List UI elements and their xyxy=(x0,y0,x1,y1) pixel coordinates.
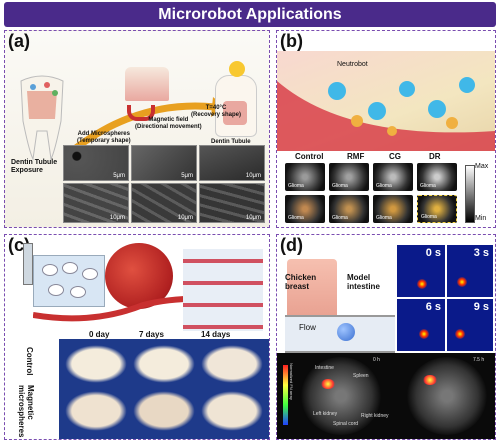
add-microspheres-label: Add Microspheres (Temporary shape) xyxy=(77,131,131,144)
ct-label-spinal-cord: Spinal cord xyxy=(333,421,359,427)
photo-magnetic-7 xyxy=(133,391,195,431)
mri-col-control: Control xyxy=(295,152,324,161)
panel-a: (a) Dentin Tubule Exposure Add Microsphe… xyxy=(4,30,270,228)
heat-3s: 3 s xyxy=(447,245,493,297)
sem-image-2: 5μm xyxy=(131,145,197,181)
ct-label-right-kidney: Right kidney xyxy=(361,413,389,419)
ct-time-left: 0 h xyxy=(373,357,380,363)
tooth-middle-illustration xyxy=(125,67,169,101)
day-14-label: 14 days xyxy=(201,330,231,339)
panel-b-label: (b) xyxy=(280,31,303,51)
temperature-label: T=40°C (Recovery shape) xyxy=(191,105,242,118)
mri-rmf-1: Glioma xyxy=(329,163,369,191)
mri-col-cg: CG xyxy=(389,152,401,161)
syringe-icon xyxy=(23,243,33,285)
sem-image-3: 10μm xyxy=(199,145,265,181)
mri-control-2: Glioma xyxy=(285,195,325,223)
photo-magnetic-0 xyxy=(65,391,127,431)
vessel-shape xyxy=(277,77,495,151)
ct-label-left-kidney: Left kidney xyxy=(313,411,338,417)
ct-colorbar-label: Normalized FN array xyxy=(289,363,294,400)
photo-control-14 xyxy=(201,345,263,383)
mri-rmf-2: Glioma xyxy=(329,195,369,223)
mri-col-rmf: RMF xyxy=(347,152,365,161)
colorbar-min: Min xyxy=(475,215,487,222)
heat-0s: 0 s xyxy=(397,245,445,297)
tooth-exposure-illustration xyxy=(20,75,64,161)
robot-sphere xyxy=(337,323,355,341)
mri-dr-1: Glioma xyxy=(417,163,457,191)
ct-hotspot-left xyxy=(321,379,335,389)
heat-9s: 9 s xyxy=(447,299,493,351)
ct-scan-left xyxy=(301,357,381,435)
tooth-closure-pulp xyxy=(223,101,247,125)
photo-control-7 xyxy=(133,345,195,383)
row-magnetic-label: Magnetic microspheres xyxy=(17,385,35,438)
panel-b: (b) Neutrobot Control RMF CG DR Glioma G… xyxy=(276,30,496,228)
magnetic-field-label: Magnetic field (Directional movement) xyxy=(135,117,202,130)
mri-col-dr: DR xyxy=(429,152,441,161)
ct-label-intestine: Intestine xyxy=(315,365,334,371)
panel-c: (c) 0 day 7 days 14 days Control Magneti… xyxy=(4,234,270,440)
ct-scan-right xyxy=(407,357,487,435)
flow-label: Flow xyxy=(299,323,316,332)
colorbar-max: Max xyxy=(475,163,489,170)
chicken-breast-block xyxy=(287,259,337,319)
figure-title: Microrobot Applications xyxy=(4,2,496,27)
mri-colorbar xyxy=(465,165,475,223)
neutrobot-label: Neutrobot xyxy=(337,61,368,68)
panel-d-label: (d) xyxy=(280,235,303,255)
photo-magnetic-14 xyxy=(201,391,263,431)
ct-time-right: 7.5 h xyxy=(473,357,485,363)
panel-d: (d) Chicken breast Model intestine Flow … xyxy=(276,234,496,440)
exposure-label: Dentin Tubule Exposure xyxy=(11,159,58,174)
tissue-illustration xyxy=(105,243,173,309)
magnet-icon xyxy=(127,105,155,121)
ct-label-spleen: Spleen xyxy=(353,373,369,379)
sem-image-6: 10μm xyxy=(199,183,265,223)
day-7-label: 7 days xyxy=(139,330,164,339)
mri-dr-2: Glioma xyxy=(417,195,457,223)
sun-icon xyxy=(229,61,245,77)
chicken-label: Chicken breast xyxy=(285,273,317,291)
mri-cg-2: Glioma xyxy=(373,195,413,223)
day-0-label: 0 day xyxy=(89,330,110,339)
mri-control-1: Glioma xyxy=(285,163,325,191)
model-label: Model intestine xyxy=(347,273,380,291)
ct-colorbar xyxy=(283,365,288,425)
sem-image-1: 5μm xyxy=(63,145,129,181)
heat-6s: 6 s xyxy=(397,299,445,351)
layers-illustration xyxy=(183,249,263,331)
row-control-label: Control xyxy=(25,347,34,376)
mri-cg-1: Glioma xyxy=(373,163,413,191)
ct-hotspot-right xyxy=(423,375,437,385)
microsphere-box xyxy=(33,255,105,307)
photo-control-0 xyxy=(65,345,127,383)
panel-a-label: (a) xyxy=(8,31,30,51)
sem-image-4: 10μm xyxy=(63,183,129,223)
sem-image-5: 10μm xyxy=(131,183,197,223)
